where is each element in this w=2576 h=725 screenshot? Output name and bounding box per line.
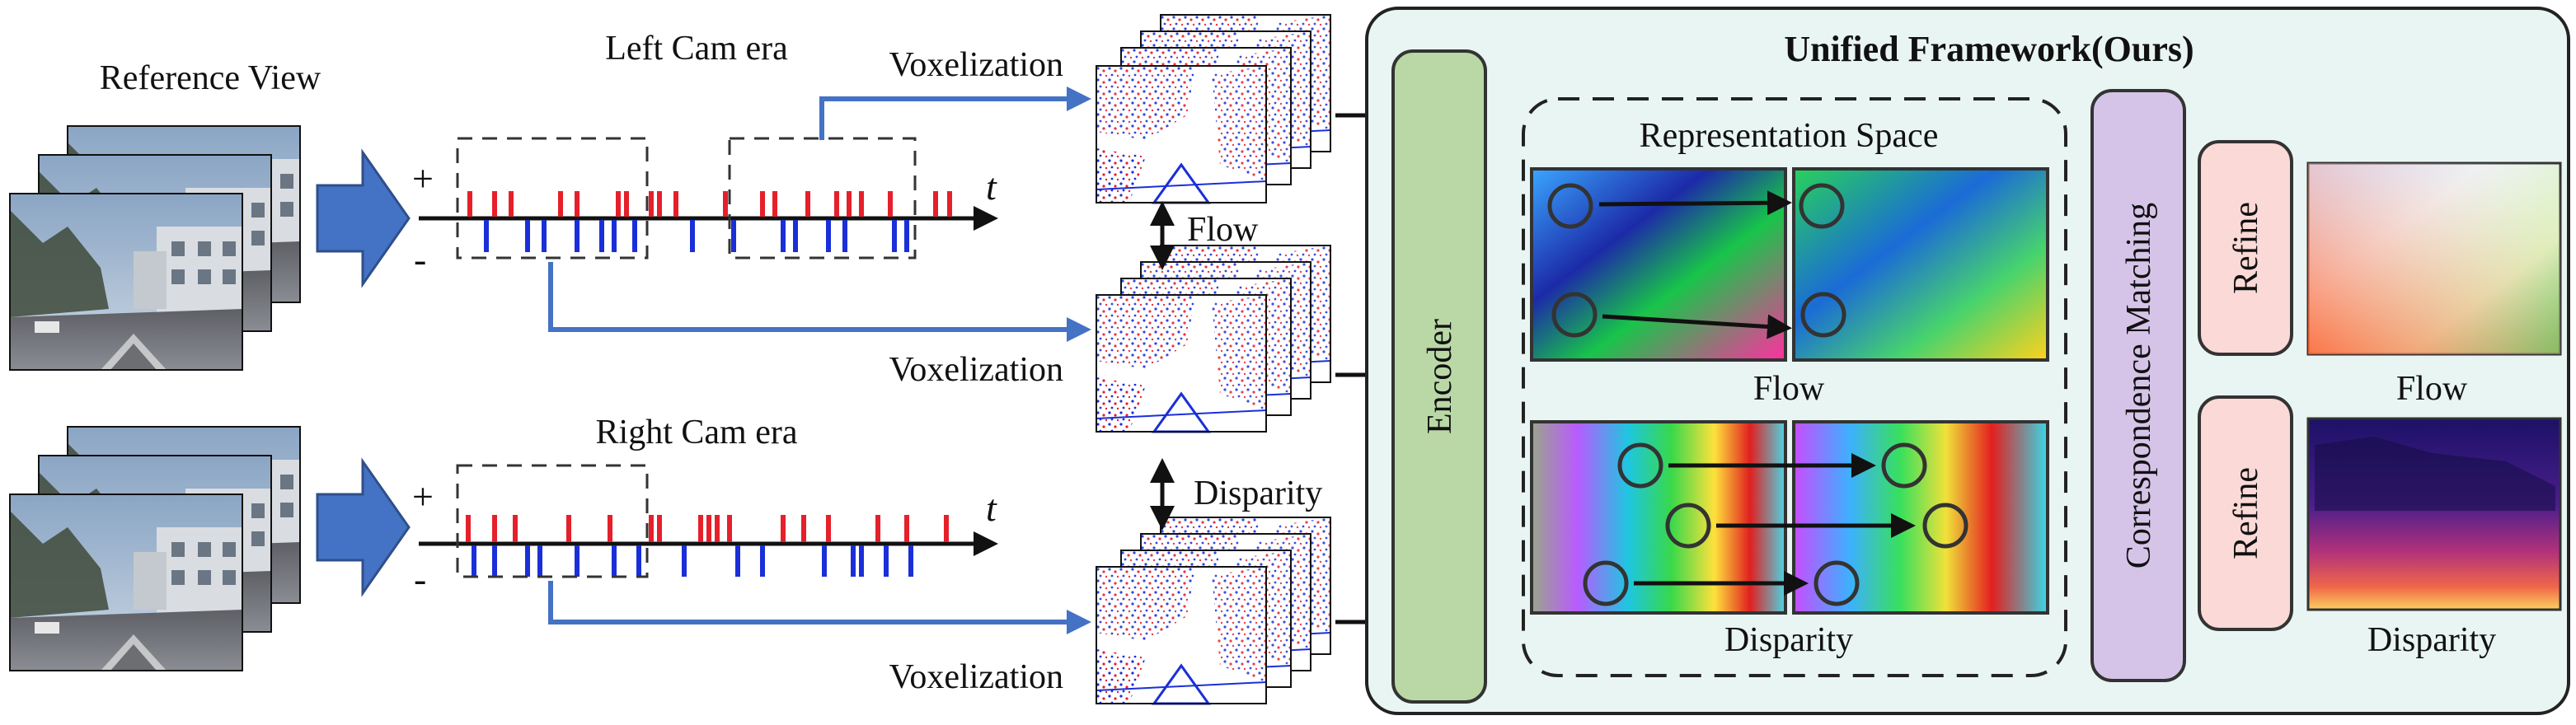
voxelization-arrow [548,262,1091,342]
encoder-label: Encoder [1421,319,1459,434]
voxel-stack-left-2 [1095,244,1332,433]
circle-marker-icon [1547,183,1593,229]
event-window-box [728,137,917,260]
circle-marker-icon [1922,503,1968,549]
flow-link-label: Flow [1187,211,1259,249]
negative-events [484,220,909,252]
output-flow-label: Flow [2396,370,2468,408]
positive-events [467,191,952,217]
representation-space-box [1522,97,2067,677]
voxelization-label-1: Voxelization [889,46,1063,84]
refine-label-flow: Refine [2227,202,2265,294]
minus-sign: - [414,558,426,600]
output-disparity-label: Disparity [2367,621,2496,659]
positive-events [466,515,949,542]
disparity-space-label: Disparity [1724,621,1853,659]
refine-block-flow [2198,140,2293,356]
negative-events [472,545,913,577]
representation-space-label: Representation Space [1640,117,1939,155]
block-arrow-right-icon [316,457,411,597]
match-arrow [1598,190,1792,216]
flow-space-label: Flow [1753,370,1825,408]
refine-block-disparity [2198,395,2293,631]
event-window-box [456,464,649,578]
plus-sign: + [412,157,434,199]
output-flow-map-overlay [2308,163,2560,354]
voxelization-arrow [819,87,1091,140]
disparity-link-label: Disparity [1194,475,1322,512]
circle-marker-icon [1665,503,1711,549]
event-window-box [456,137,649,260]
left-event-stream: + - t [412,137,998,280]
time-axis-label: t [986,487,997,529]
left-camera-label: Left Cam era [605,30,788,68]
refine-label-disparity: Refine [2227,467,2265,559]
circle-marker-icon [1551,292,1598,338]
plus-sign: + [412,475,434,517]
voxelization-label-3: Voxelization [889,658,1063,696]
circle-marker-icon [1583,560,1629,606]
block-arrow-right-icon [316,148,411,288]
correspondence-matching-block [2090,89,2186,682]
voxel-stack-right [1095,516,1332,705]
correspondence-label: Correspondence Matching [2120,203,2158,568]
flow-feature-map-1 [1530,167,1787,362]
output-disparity-dark-region [2315,437,2555,511]
right-camera-label: Right Cam era [596,414,798,451]
circle-marker-icon [1881,442,1927,489]
flow-feature-map-2 [1792,167,2049,362]
circle-marker-icon [1799,183,1845,229]
minus-sign: - [414,238,426,280]
circle-marker-icon [1814,560,1860,606]
voxel-stack-left-1 [1095,13,1332,204]
framework-title: Unified Framework(Ours) [1784,29,2194,69]
reference-view-stack-top [9,125,301,371]
encoder-block [1391,49,1487,704]
reference-view-stack-bottom [9,426,301,671]
reference-view-label: Reference View [100,59,321,97]
circle-marker-icon [1800,292,1846,338]
right-event-stream: + - t [412,464,998,600]
voxelization-arrow [548,581,1091,634]
circle-marker-icon [1617,442,1663,489]
voxelization-label-2: Voxelization [889,351,1063,389]
match-arrow [1602,314,1792,339]
time-axis-label: t [986,166,997,208]
